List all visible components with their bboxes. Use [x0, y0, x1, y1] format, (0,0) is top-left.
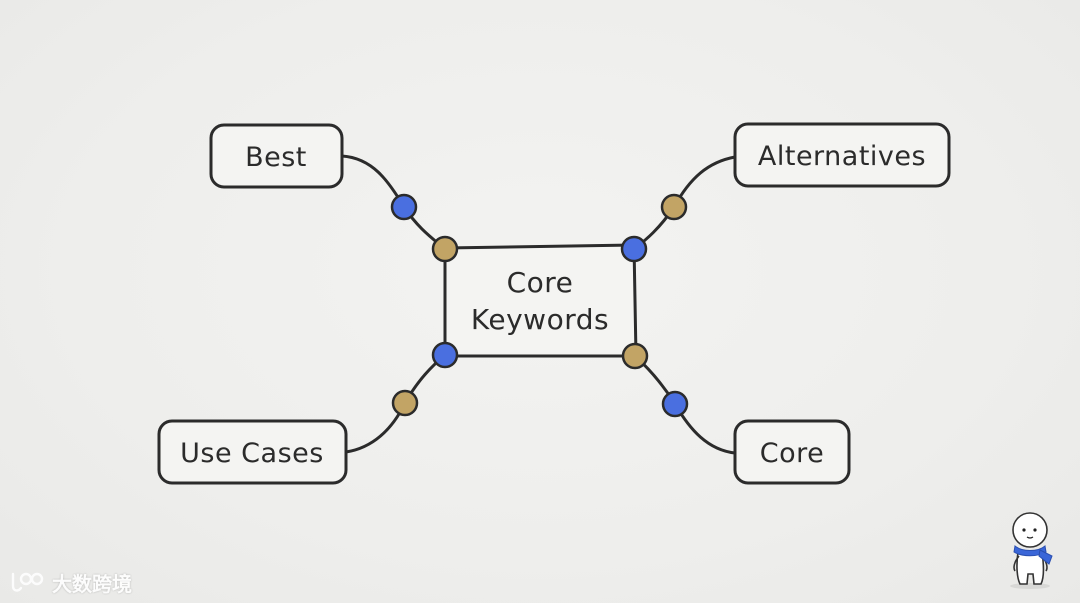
branch-label-alternatives: Alternatives [758, 141, 926, 172]
connector-dot-blue [390, 193, 418, 221]
connector-dot-tan [621, 342, 649, 370]
connector-dot-tan [660, 193, 688, 221]
center-label-line2: Keywords [471, 303, 609, 336]
branch-node-alternatives: Alternatives [733, 122, 951, 188]
branch-node-use-cases: Use Cases [157, 419, 348, 485]
connector-dot-blue [661, 390, 689, 418]
branch-label-best: Best [245, 142, 307, 173]
connector-dot-blue [620, 235, 648, 263]
branch-label-core: Core [760, 438, 825, 469]
mascot-icon [1010, 512, 1053, 589]
branch-node-core: Core [733, 419, 851, 485]
connector-dot-tan [391, 389, 419, 417]
branch-label-use-cases: Use Cases [180, 438, 324, 469]
center-box [443, 243, 638, 358]
connector-dot-blue [431, 341, 459, 369]
watermark-text: 大数跨境 [52, 571, 132, 596]
center-label-line1: Core [507, 266, 574, 299]
branch-node-best: Best [209, 123, 344, 189]
watermark: 大数跨境 [8, 567, 132, 597]
connector-dot-tan [431, 235, 459, 263]
watermark-logo-icon [11, 572, 44, 592]
